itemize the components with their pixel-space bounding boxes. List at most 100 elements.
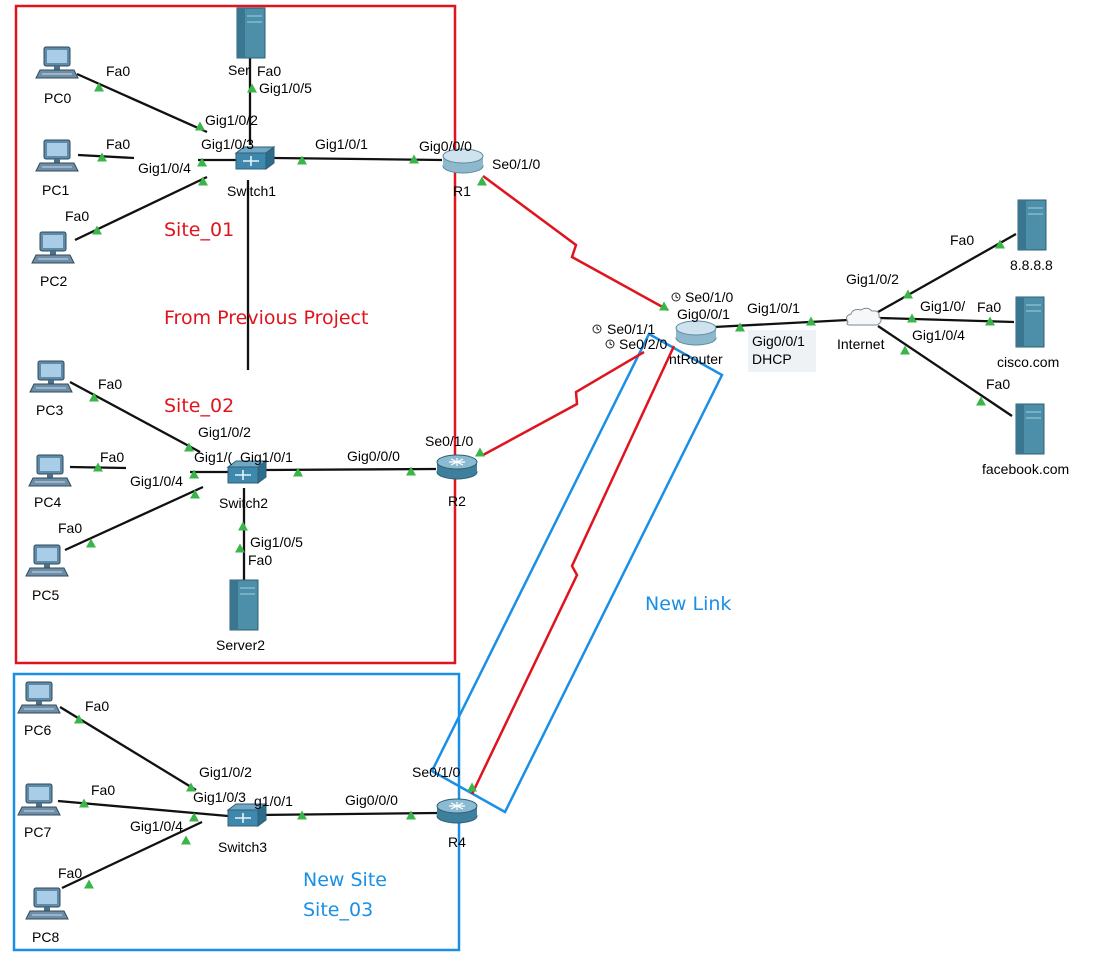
port-label: Gig1/0/2 [846, 271, 899, 287]
clock-icon [605, 339, 615, 349]
port-label: Se0/2/0 [619, 336, 667, 352]
port-label: Fa0 [91, 782, 115, 798]
port-label: g1/0/1 [254, 793, 293, 809]
port-label: Gig0/0/1 [752, 333, 805, 349]
server1-icon[interactable] [236, 7, 266, 59]
port-label: Fa0 [106, 63, 130, 79]
server2-icon[interactable] [229, 579, 259, 631]
from-previous-project-label: From Previous Project [164, 307, 368, 329]
pc5-label: PC5 [32, 587, 59, 603]
port-label: Gig1/0/2 [199, 764, 252, 780]
cisco-server-icon[interactable] [1015, 296, 1045, 348]
port-label: Fa0 [98, 376, 122, 392]
port-label: Gig0/0/0 [419, 138, 472, 154]
pc2-icon[interactable] [31, 231, 75, 264]
port-label: Se0/1/1 [607, 321, 655, 337]
pc2-label: PC2 [40, 273, 67, 289]
internet-label: Internet [837, 336, 885, 352]
pc7-icon[interactable] [17, 783, 61, 816]
pc8-icon[interactable] [25, 887, 69, 920]
pc3-label: PC3 [36, 402, 63, 418]
r4-label: R4 [448, 834, 466, 850]
facebook-server-icon[interactable] [1015, 403, 1045, 455]
pc1-icon[interactable] [35, 139, 79, 172]
site-01-label: Site_01 [164, 219, 234, 241]
pc1-label: PC1 [42, 182, 69, 198]
port-label: Gig1/0/3 [193, 789, 246, 805]
port-label: Gig0/0/1 [677, 306, 730, 322]
isp-router-icon[interactable] [675, 320, 717, 346]
port-label: Se0/1/0 [685, 289, 733, 305]
r2-router-icon[interactable] [436, 454, 478, 480]
port-label: Gig1/0/ [920, 298, 965, 314]
internet-cloud-icon[interactable] [846, 307, 882, 326]
switch2-label: Switch2 [219, 495, 268, 511]
isp-router-label: ntRouter [669, 351, 723, 367]
switch3-label: Switch3 [218, 839, 267, 855]
port-label: Fa0 [977, 299, 1001, 315]
port-label: Se0/1/0 [492, 156, 540, 172]
pc6-icon[interactable] [17, 681, 61, 714]
port-label: Gig1/0/5 [250, 534, 303, 550]
port-label: Gig1/0/1 [240, 449, 293, 465]
port-label: Gig1/0/5 [259, 80, 312, 96]
port-label: Gig1/( [194, 449, 232, 465]
port-label: Se0/1/0 [412, 764, 460, 780]
port-label: Fa0 [85, 698, 109, 714]
port-label: Gig1/0/2 [205, 112, 258, 128]
port-label: Fa0 [950, 232, 974, 248]
dns-server-icon[interactable] [1017, 199, 1047, 251]
port-label: Fa0 [58, 865, 82, 881]
pc5-icon[interactable] [25, 544, 69, 577]
clock-icon [592, 324, 602, 334]
serial-links [470, 174, 676, 795]
site-02-label: Site_02 [164, 395, 234, 417]
clock-icon [671, 292, 681, 302]
site-03-label: Site_03 [303, 899, 373, 921]
dns-server-label: 8.8.8.8 [1010, 257, 1053, 273]
cisco-server-label: cisco.com [997, 354, 1059, 370]
pc7-label: PC7 [24, 824, 51, 840]
switch1-label: Switch1 [227, 183, 276, 199]
port-label: Gig1/0/2 [198, 424, 251, 440]
port-label: Gig1/0/4 [130, 473, 183, 489]
port-label: Gig1/0/4 [130, 818, 183, 834]
port-label: Fa0 [257, 63, 281, 79]
pc0-label: PC0 [44, 90, 71, 106]
r4-router-icon[interactable] [436, 798, 478, 824]
dhcp-label: DHCP [752, 351, 792, 367]
port-label: Gig1/0/1 [747, 300, 800, 316]
ethernet-cables [57, 58, 1017, 890]
port-label: Gig1/0/4 [138, 160, 191, 176]
r2-label: R2 [448, 493, 466, 509]
port-labels: Fa0 Fa0 Fa0 Fa0 Gig1/0/5 Gig1/0/2 Gig1/0… [58, 63, 1010, 881]
port-label: Fa0 [248, 552, 272, 568]
server1-label: Ser [228, 62, 250, 78]
r1-label: R1 [453, 183, 471, 199]
pc4-label: PC4 [34, 494, 61, 510]
port-label: Se0/1/0 [425, 433, 473, 449]
port-label: Gig1/0/3 [201, 136, 254, 152]
port-label: Gig1/0/1 [315, 136, 368, 152]
pc8-label: PC8 [32, 929, 59, 945]
site-01-02-box [14, 4, 457, 665]
server2-label: Server2 [216, 637, 265, 653]
port-label: Fa0 [65, 208, 89, 224]
new-link-highlight-box [430, 332, 724, 814]
port-label: Fa0 [58, 520, 82, 536]
pc4-icon[interactable] [28, 454, 72, 487]
pc0-icon[interactable] [35, 46, 79, 79]
port-label: Fa0 [986, 376, 1010, 392]
port-label: Gig1/0/4 [912, 327, 965, 343]
facebook-server-label: facebook.com [982, 461, 1069, 477]
pc3-icon[interactable] [29, 360, 73, 393]
dhcp-label-box [748, 330, 816, 372]
pc6-label: PC6 [24, 722, 51, 738]
new-site-label: New Site [303, 869, 387, 891]
port-label: Fa0 [106, 136, 130, 152]
port-label: Gig0/0/0 [347, 448, 400, 464]
new-link-label: New Link [645, 593, 731, 615]
port-label: Fa0 [100, 449, 124, 465]
port-label: Gig0/0/0 [345, 792, 398, 808]
